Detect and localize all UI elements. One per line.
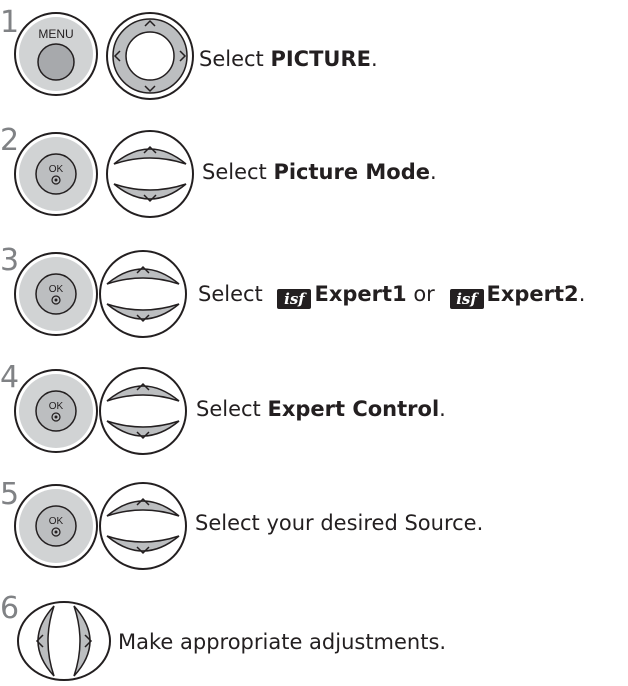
step-number: 3 <box>0 243 20 278</box>
step-4-instruction: Select Expert Control. <box>196 397 446 421</box>
step-4: 4 OK Select Expert Control. <box>0 355 628 465</box>
step-1-instruction: Select PICTURE. <box>199 47 378 71</box>
step-number: 5 <box>0 477 20 512</box>
up-down-button[interactable] <box>104 128 196 224</box>
ok-button[interactable]: OK <box>12 482 100 574</box>
step-number: 4 <box>0 360 20 395</box>
step-1: 1 MENU Select PICTURE. <box>0 0 628 110</box>
left-right-button[interactable] <box>16 600 112 686</box>
step-5: 5 OK Select your desired Source. <box>0 472 628 582</box>
svg-text:MENU: MENU <box>38 27 73 41</box>
up-down-arrow-icon[interactable] <box>97 248 189 340</box>
step-2-instruction: Select Picture Mode. <box>202 160 437 184</box>
menu-button[interactable]: MENU <box>12 10 100 102</box>
left-right-arrow-icon[interactable] <box>16 600 112 682</box>
navigation-pad[interactable] <box>104 10 196 106</box>
isf-logo-icon: isf <box>449 289 484 309</box>
up-down-arrow-icon[interactable] <box>97 365 189 457</box>
up-down-arrow-icon[interactable] <box>104 128 196 220</box>
svg-text:OK: OK <box>49 164 64 175</box>
step-number: 6 <box>0 591 20 626</box>
up-down-button[interactable] <box>97 365 189 461</box>
step-6: 6 Make appropriate adjustments. <box>0 588 628 684</box>
up-down-button[interactable] <box>97 480 189 576</box>
ok-button[interactable]: OK <box>12 130 100 222</box>
svg-text:OK: OK <box>49 401 64 412</box>
step-5-instruction: Select your desired Source. <box>195 511 484 535</box>
step-number: 1 <box>0 5 20 40</box>
svg-text:OK: OK <box>49 284 64 295</box>
svg-text:OK: OK <box>49 516 64 527</box>
up-down-button[interactable] <box>97 248 189 344</box>
step-2: 2 OK Select Picture Mode. <box>0 118 628 228</box>
step-number: 2 <box>0 123 20 158</box>
ok-button[interactable]: OK <box>12 250 100 342</box>
isf-logo-icon: isf <box>277 289 312 309</box>
up-down-arrow-icon[interactable] <box>97 480 189 572</box>
step-6-instruction: Make appropriate adjustments. <box>118 630 447 654</box>
arrow-keys-icon[interactable] <box>104 10 196 102</box>
ok-button[interactable]: OK <box>12 367 100 459</box>
